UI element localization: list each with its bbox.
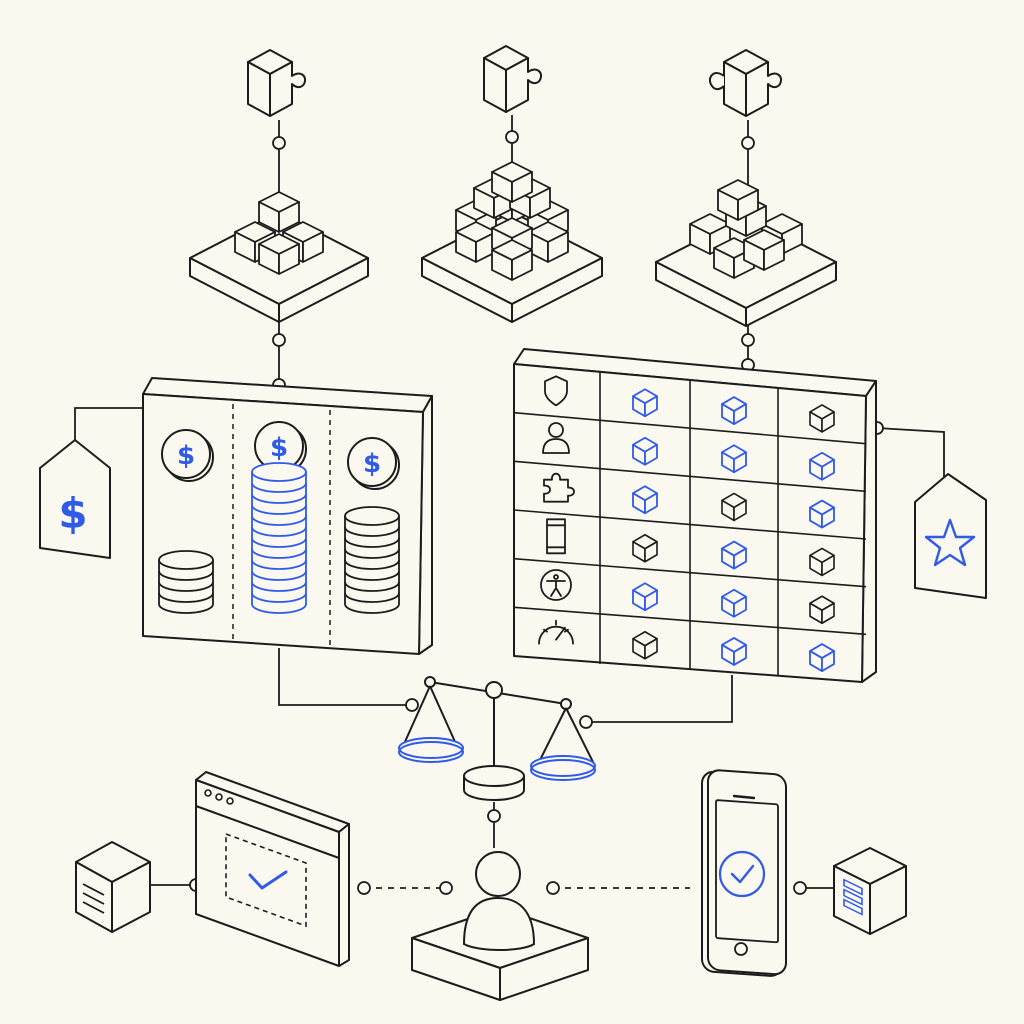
cube-icon-highlighted <box>721 444 747 474</box>
cube-icon-highlighted <box>632 388 658 418</box>
cube-icon <box>632 533 658 563</box>
cube-icon-highlighted <box>632 485 658 515</box>
platform-large <box>655 179 837 327</box>
star-icon <box>924 518 976 567</box>
cost-panel: $ $ $ <box>142 377 433 655</box>
puzzle-piece-icon <box>708 49 783 117</box>
coin-icon: $ <box>254 421 307 474</box>
platform-small <box>189 191 369 323</box>
matrix-row <box>540 569 835 625</box>
cube-icon <box>809 547 835 577</box>
cube-icon-highlighted <box>809 643 835 672</box>
coin-stack <box>158 550 214 614</box>
puzzle-piece-icon <box>483 45 543 113</box>
balance-scale <box>398 676 596 801</box>
platform-medium <box>421 161 603 323</box>
dollar-icon: $ <box>58 489 87 538</box>
document-box <box>75 841 151 933</box>
matrix-row <box>546 518 835 577</box>
cube-icon <box>809 404 835 433</box>
matrix-row <box>544 375 835 433</box>
gauge-icon <box>538 619 574 645</box>
coin-icon: $ <box>161 429 214 482</box>
cube-icon-highlighted <box>721 540 747 570</box>
browser-window <box>195 771 350 967</box>
coin-label: $ <box>363 449 381 479</box>
accessibility-icon <box>540 569 572 601</box>
server-box <box>833 847 907 935</box>
cube-icon-highlighted <box>809 499 835 529</box>
cost-column: $ <box>251 421 307 614</box>
person-icon <box>411 851 589 1001</box>
cube-icon <box>632 630 658 660</box>
coin-label: $ <box>177 441 195 471</box>
cube-icon-highlighted <box>721 588 747 618</box>
cost-column: $ <box>158 429 214 614</box>
cube-icon-highlighted <box>632 436 658 466</box>
cube-icon-highlighted <box>721 637 747 666</box>
coin-stack <box>344 506 400 614</box>
coin-icon: $ <box>347 437 400 490</box>
matrix-row <box>543 472 835 529</box>
checkmark-icon <box>248 870 288 890</box>
coin-label: $ <box>270 433 288 463</box>
cube-icon <box>809 595 835 625</box>
cube-icon-highlighted <box>721 396 747 425</box>
matrix-row <box>538 619 835 672</box>
price-tag: $ <box>39 439 111 559</box>
feature-matrix <box>513 348 877 683</box>
phone <box>701 769 787 977</box>
checkmark-icon <box>730 864 755 884</box>
shield-icon <box>544 375 568 407</box>
cube-icon-highlighted <box>632 582 658 612</box>
puzzle-icon <box>543 472 575 503</box>
cube-icon <box>721 492 747 522</box>
matrix-row <box>542 422 835 481</box>
cost-column: $ <box>344 437 400 614</box>
puzzle-piece-icon <box>247 49 307 117</box>
cube-icon-highlighted <box>809 451 835 481</box>
quality-tag <box>914 473 987 599</box>
coin-stack <box>251 462 307 614</box>
mobile-icon <box>546 518 566 555</box>
user-icon <box>542 422 570 454</box>
